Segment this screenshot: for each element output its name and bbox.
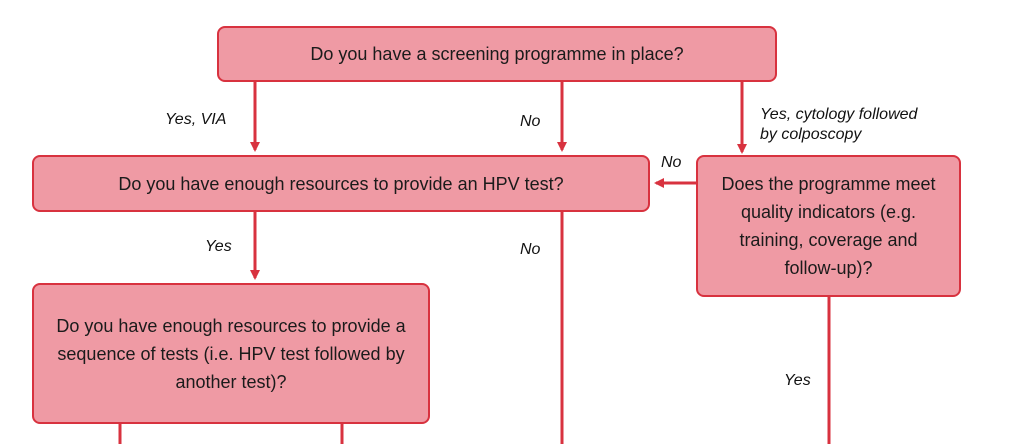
- edge-label-no-top: No: [520, 113, 541, 130]
- edge-label-no-q3-to-q2: No: [661, 154, 682, 171]
- edge-label-yes-q2-to-q4: Yes: [205, 238, 232, 255]
- edge-label-no-q2-down: No: [520, 241, 541, 258]
- edge-label-yes-cytology-1: Yes, cytology followed: [760, 106, 918, 123]
- edge-label-yes-cytology-2: by colposcopy: [760, 126, 862, 143]
- node-hpv-test-resources-text: Do you have enough resources to provide …: [118, 173, 564, 194]
- node-screening-programme: Do you have a screening programme in pla…: [217, 26, 777, 82]
- edge-label-yes-via: Yes, VIA: [165, 111, 227, 128]
- node-quality-indicators: Does the programme meet quality indicato…: [696, 155, 961, 297]
- node-quality-indicators-text: Does the programme meet quality indicato…: [721, 174, 936, 278]
- node-sequence-of-tests-text: Do you have enough resources to provide …: [56, 315, 406, 392]
- node-sequence-of-tests: Do you have enough resources to provide …: [32, 283, 430, 424]
- edge-label-yes-q3-down: Yes: [784, 372, 811, 389]
- node-hpv-test-resources: Do you have enough resources to provide …: [32, 155, 650, 212]
- node-screening-programme-text: Do you have a screening programme in pla…: [310, 44, 684, 64]
